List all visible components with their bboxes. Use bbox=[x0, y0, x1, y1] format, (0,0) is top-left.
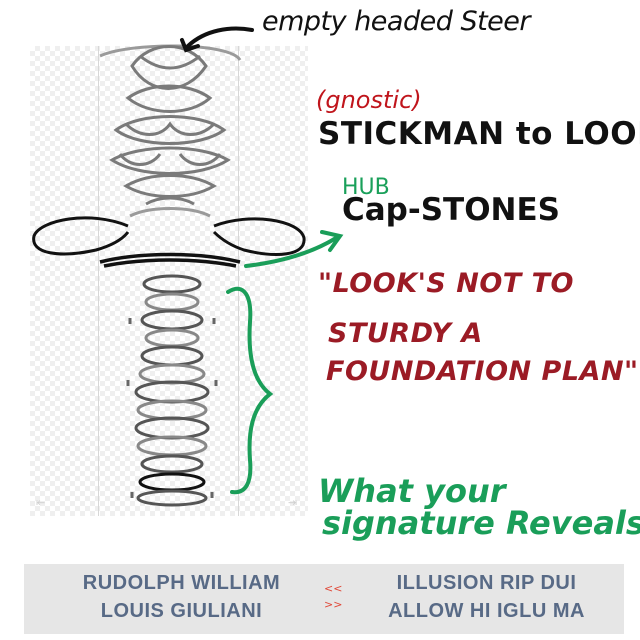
banner-right-line2: ALLOW HI IGLU MA bbox=[388, 600, 585, 622]
banner-left-line2: LOUIS GIULIANI bbox=[100, 600, 263, 622]
annotation-gnostic: (gnostic) bbox=[316, 86, 422, 114]
annotation-empty-headed: empty headed Steer bbox=[262, 6, 531, 37]
annotation-hub: HUB bbox=[342, 175, 390, 200]
chevron-left-icon: << bbox=[324, 582, 343, 595]
chevron-right-icon: >> bbox=[324, 598, 343, 611]
annotation-quote-line2: STURDY A bbox=[328, 318, 483, 349]
canvas-left-arrow-icon: ⇤ bbox=[36, 496, 46, 509]
banner-left-line1: RUDOLPH WILLIAM bbox=[82, 572, 281, 594]
signature-head-loops bbox=[99, 44, 242, 218]
annotation-capstones: Cap-STONES bbox=[342, 192, 560, 228]
banner-right-line1: ILLUSION RIP DUI bbox=[396, 572, 577, 594]
anagram-banner: RUDOLPH WILLIAM LOUIS GIULIANI << >> ILL… bbox=[24, 564, 624, 634]
signature-spine-loops bbox=[126, 274, 218, 507]
arrow-to-hub-icon bbox=[244, 230, 344, 268]
signature-hub-band bbox=[99, 252, 241, 268]
canvas-right-arrow-icon: ⇥ bbox=[288, 496, 298, 509]
canvas-guide-line bbox=[238, 46, 239, 516]
signature-arm-loops bbox=[32, 216, 306, 256]
annotation-quote-line3: FOUNDATION PLAN" bbox=[326, 356, 639, 387]
arrow-to-head-icon bbox=[180, 26, 254, 53]
annotation-stickman: STICKMAN to LOOP bbox=[318, 116, 640, 152]
canvas-guide-line bbox=[98, 46, 99, 516]
brace-icon bbox=[226, 286, 274, 495]
annotation-reveals-line1: What your bbox=[318, 472, 506, 510]
annotation-reveals-line2: signature Reveals! bbox=[322, 504, 640, 542]
annotation-quote-line1: "LOOK'S NOT TO bbox=[318, 268, 574, 299]
